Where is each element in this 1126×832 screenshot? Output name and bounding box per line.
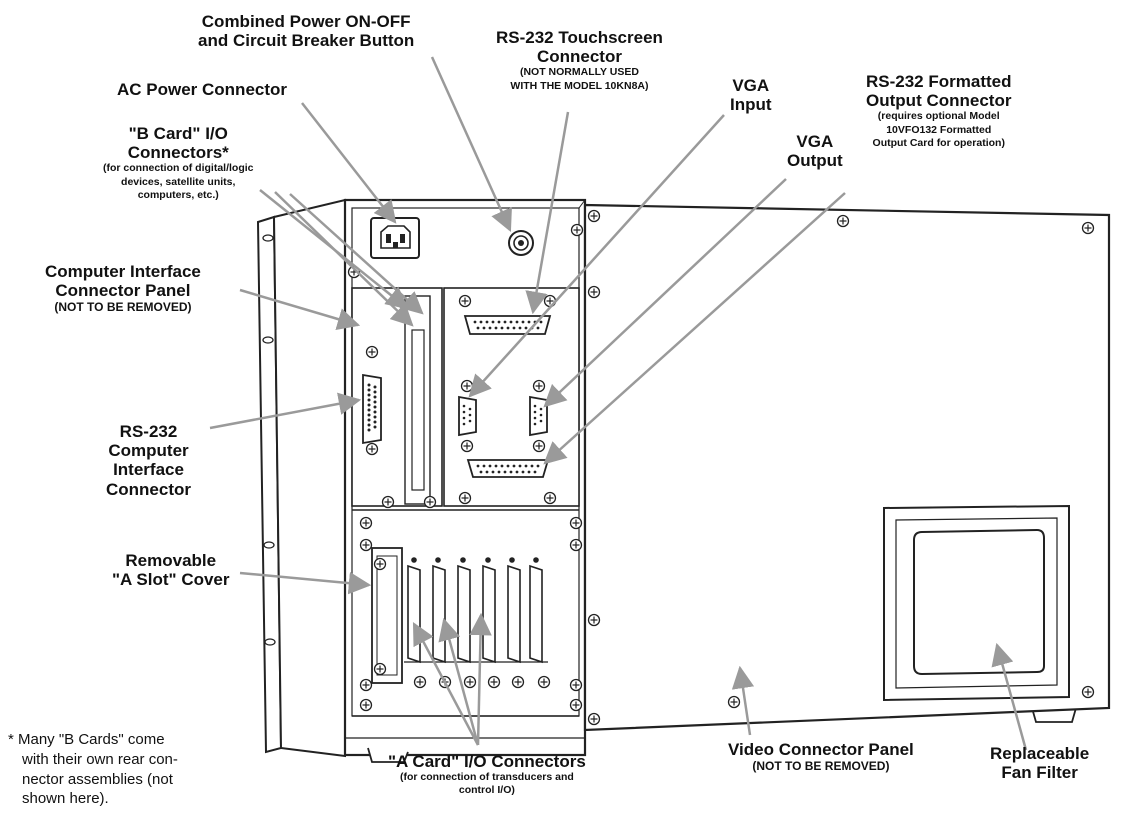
label-vga-output-line2: Output <box>787 151 843 171</box>
label-ac-power: AC Power Connector <box>117 80 287 99</box>
rs232-computer-db25 <box>362 373 382 445</box>
chassis-feet <box>367 707 1077 763</box>
footnote-line1: * Many "B Cards" come <box>8 731 165 748</box>
label-video-panel-line1: Video Connector Panel <box>728 740 914 759</box>
label-touchscreen-sub2: WITH THE MODEL 10KN8A) <box>510 79 649 92</box>
fan-filter <box>883 504 1070 702</box>
leader-arrows <box>209 56 1028 751</box>
label-a-card-sub2: control I/O) <box>458 784 515 797</box>
label-touchscreen-line1: RS-232 Touchscreen <box>496 28 663 47</box>
footnote-line3: nector assemblies (not <box>22 770 173 788</box>
label-formatted-output-sub2: 10VFO132 Formatted <box>886 123 992 136</box>
label-b-card-line1: "B Card" I/O <box>128 124 228 143</box>
label-formatted-output-line1: RS-232 Formatted <box>866 72 1012 91</box>
label-rs232-computer-line4: Connector <box>106 479 191 499</box>
label-power-button: Combined Power ON-OFF and Circuit Breake… <box>198 12 414 50</box>
label-b-card: "B Card" I/O Connectors* (for connection… <box>103 124 254 202</box>
label-a-card-sub1: (for connection of transducers and <box>399 771 574 784</box>
footnote: * Many "B Cards" come with their own rea… <box>8 730 178 809</box>
chassis-side-wall <box>272 198 346 758</box>
label-vga-input-line2: Input <box>730 95 772 115</box>
ac-power-connector <box>370 217 420 259</box>
label-a-slot-cover: Removable "A Slot" Cover <box>112 551 230 589</box>
touchscreen-db25 <box>463 315 552 335</box>
label-touchscreen-sub1: (NOT NORMALLY USED <box>519 66 639 79</box>
power-breaker-button <box>508 230 534 256</box>
label-b-card-line2: Connectors* <box>127 143 229 163</box>
label-formatted-output-sub1: (requires optional Model <box>877 110 1000 123</box>
label-a-card: "A Card" I/O Connectors (for connection … <box>388 752 586 797</box>
label-fan-filter-line1: Replaceable <box>990 744 1090 763</box>
label-video-panel-sub1: (NOT TO BE REMOVED) <box>752 759 890 774</box>
label-rs232-computer-line3: Interface <box>113 460 184 480</box>
vga-input-connector <box>458 395 477 437</box>
label-b-card-sub1: (for connection of digital/logic <box>103 162 254 175</box>
label-video-panel: Video Connector Panel (NOT TO BE REMOVED… <box>728 740 914 774</box>
label-b-card-sub3: computers, etc.) <box>137 188 219 201</box>
label-power-button-line2: and Circuit Breaker Button <box>198 31 415 51</box>
label-vga-output: VGA Output <box>787 132 843 170</box>
label-ac-power-line1: AC Power Connector <box>117 80 288 99</box>
footnote-line2: with their own rear con- <box>22 750 178 768</box>
formatted-output-db25 <box>466 459 550 478</box>
label-a-slot-cover-line2: "A Slot" Cover <box>112 570 230 590</box>
label-touchscreen: RS-232 Touchscreen Connector (NOT NORMAL… <box>496 28 663 93</box>
label-formatted-output-line2: Output Connector <box>866 91 1012 111</box>
label-computer-panel-line1: Computer Interface <box>45 262 201 281</box>
label-computer-panel-sub1: (NOT TO BE REMOVED) <box>54 300 192 315</box>
label-rs232-computer-line1: RS-232 <box>119 422 178 441</box>
label-power-button-line1: Combined Power ON-OFF <box>201 12 411 31</box>
label-fan-filter-line2: Fan Filter <box>1001 763 1078 783</box>
label-vga-input: VGA Input <box>730 76 772 114</box>
label-b-card-sub2: devices, satellite units, <box>121 175 236 188</box>
label-vga-output-line1: VGA <box>796 132 834 151</box>
label-fan-filter: Replaceable Fan Filter <box>990 744 1089 782</box>
label-formatted-output: RS-232 Formatted Output Connector (requi… <box>866 72 1011 150</box>
label-rs232-computer-line2: Computer <box>108 441 189 461</box>
label-formatted-output-sub3: Output Card for operation) <box>872 136 1005 149</box>
label-computer-panel: Computer Interface Connector Panel (NOT … <box>45 262 201 315</box>
label-vga-input-line1: VGA <box>732 76 770 95</box>
footnote-line4: shown here). <box>22 790 109 808</box>
label-touchscreen-line2: Connector <box>536 47 622 67</box>
label-rs232-computer: RS-232 Computer Interface Connector <box>106 422 191 499</box>
vga-output-connector <box>529 395 548 437</box>
label-a-slot-cover-line1: Removable <box>125 551 217 570</box>
label-computer-panel-line2: Connector Panel <box>55 281 191 301</box>
label-a-card-line1: "A Card" I/O Connectors <box>388 752 586 771</box>
